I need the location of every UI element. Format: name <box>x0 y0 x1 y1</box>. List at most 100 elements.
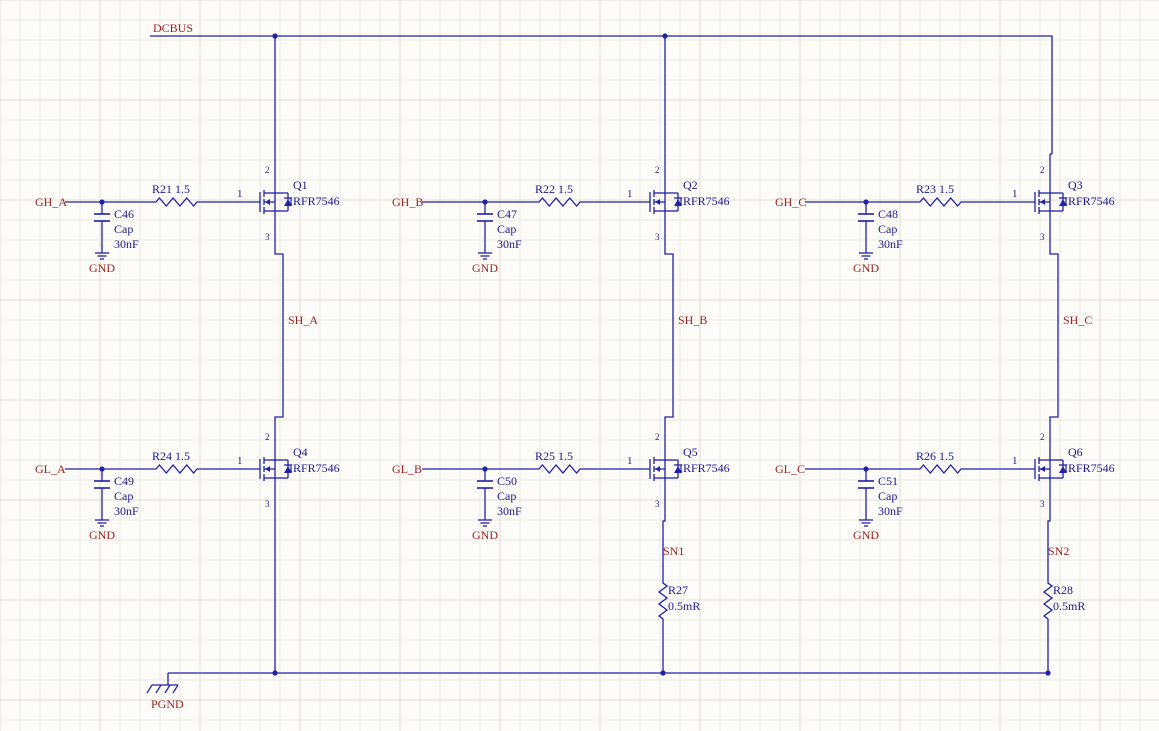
ground-label: GND <box>853 261 879 275</box>
mosfet-ref: Q1 <box>293 178 308 192</box>
capacitor-value: 30nF <box>878 504 903 518</box>
pin-number: 1 <box>627 455 633 467</box>
mosfet-part: IRFR7546 <box>679 461 730 475</box>
capacitor-type: Cap <box>497 489 516 503</box>
gate-resistor-r22: R22 1.5 <box>535 182 582 208</box>
mosfet-ref: Q6 <box>1068 445 1083 459</box>
pin-number: 3 <box>655 499 660 509</box>
resistor-value: 0.5mR <box>668 599 700 613</box>
body-diode <box>1059 466 1067 473</box>
resistor-label: R23 1.5 <box>916 182 954 196</box>
net-label-gate-high: GH_C <box>775 195 806 209</box>
net-label-shunt: SN2 <box>1048 544 1069 558</box>
capacitor-type: Cap <box>114 222 133 236</box>
net-label-gate-high: GH_A <box>35 195 67 209</box>
pin-number: 3 <box>265 499 270 509</box>
resistor-value: 0.5mR <box>1053 599 1085 613</box>
net-label-switch-node: SH_B <box>678 313 707 327</box>
pin-number: 1 <box>237 188 243 200</box>
junction-dot <box>1045 670 1051 676</box>
net-label-dcbus: DCBUS <box>153 21 193 35</box>
ground-label: GND <box>89 528 115 542</box>
body-diode <box>284 466 292 473</box>
pin-number: 1 <box>627 188 633 200</box>
channel-arrow <box>1040 199 1045 205</box>
resistor-label: R26 1.5 <box>916 449 954 463</box>
pgnd-hatch <box>164 684 171 694</box>
resistor-ref: R21 <box>152 182 172 196</box>
junction-dot <box>272 33 278 39</box>
capacitor-ref: C51 <box>878 474 898 488</box>
mosfet-part: IRFR7546 <box>679 194 730 208</box>
net-label-switch-node: SH_A <box>288 313 318 327</box>
net-label-gate-low: GL_B <box>392 462 422 476</box>
body-diode <box>674 199 682 206</box>
wire <box>274 250 284 421</box>
resistor-value: 1.5 <box>939 449 954 463</box>
pin-number: 3 <box>1040 499 1045 509</box>
mosfet-ref: Q4 <box>293 445 308 459</box>
resistor-zigzag <box>537 196 582 208</box>
mosfet-ref: Q2 <box>683 178 698 192</box>
capacitor-ref: C50 <box>497 474 517 488</box>
wire <box>664 250 674 421</box>
pin-number: 1 <box>237 455 243 467</box>
net-label-gate-low: GL_A <box>35 462 66 476</box>
resistor-zigzag <box>1042 581 1054 621</box>
junction-dot <box>272 670 278 676</box>
pin-number: 3 <box>655 232 660 242</box>
capacitor-value: 30nF <box>878 237 903 251</box>
resistor-value: 1.5 <box>558 182 573 196</box>
resistor-value: 1.5 <box>939 182 954 196</box>
resistor-ref: R25 <box>535 449 555 463</box>
ground-label: GND <box>472 528 498 542</box>
junction-dot <box>660 670 666 676</box>
mosfet-part: IRFR7546 <box>1064 194 1115 208</box>
wire <box>1049 250 1059 421</box>
capacitor-value: 30nF <box>114 237 139 251</box>
pin-number: 3 <box>1040 232 1045 242</box>
gate-resistor-r21: R21 1.5 <box>152 182 199 208</box>
mosfet-part: IRFR7546 <box>1064 461 1115 475</box>
resistor-value: 1.5 <box>175 182 190 196</box>
gate-resistor-r26: R26 1.5 <box>916 449 963 475</box>
gate-resistor-r23: R23 1.5 <box>916 182 963 208</box>
net-label-pgnd: PGND <box>151 697 184 711</box>
resistor-zigzag <box>657 581 669 621</box>
capacitor-value: 30nF <box>497 504 522 518</box>
net-label-gate-low: GL_C <box>775 462 805 476</box>
ground-label: GND <box>89 261 115 275</box>
body-diode <box>1059 199 1067 206</box>
capacitor-value: 30nF <box>114 504 139 518</box>
junction-dot <box>662 33 668 39</box>
channel-arrow <box>265 466 270 472</box>
resistor-ref: R24 <box>152 449 172 463</box>
mosfet-ref: Q5 <box>683 445 698 459</box>
channel-arrow <box>1040 466 1045 472</box>
capacitor-type: Cap <box>878 222 897 236</box>
pin-number: 2 <box>1040 432 1045 442</box>
resistor-label: R21 1.5 <box>152 182 190 196</box>
pin-number: 2 <box>655 432 660 442</box>
resistor-value: 1.5 <box>558 449 573 463</box>
mosfet-part: IRFR7546 <box>289 194 340 208</box>
wires <box>65 33 1059 676</box>
capacitor-ref: C49 <box>114 474 134 488</box>
resistor-label: R22 1.5 <box>535 182 573 196</box>
capacitor-value: 30nF <box>497 237 522 251</box>
net-label-shunt: SN1 <box>663 544 684 558</box>
body-diode <box>674 466 682 473</box>
pin-number: 2 <box>655 165 660 175</box>
pin-number: 2 <box>1040 165 1045 175</box>
resistor-label: R25 1.5 <box>535 449 573 463</box>
